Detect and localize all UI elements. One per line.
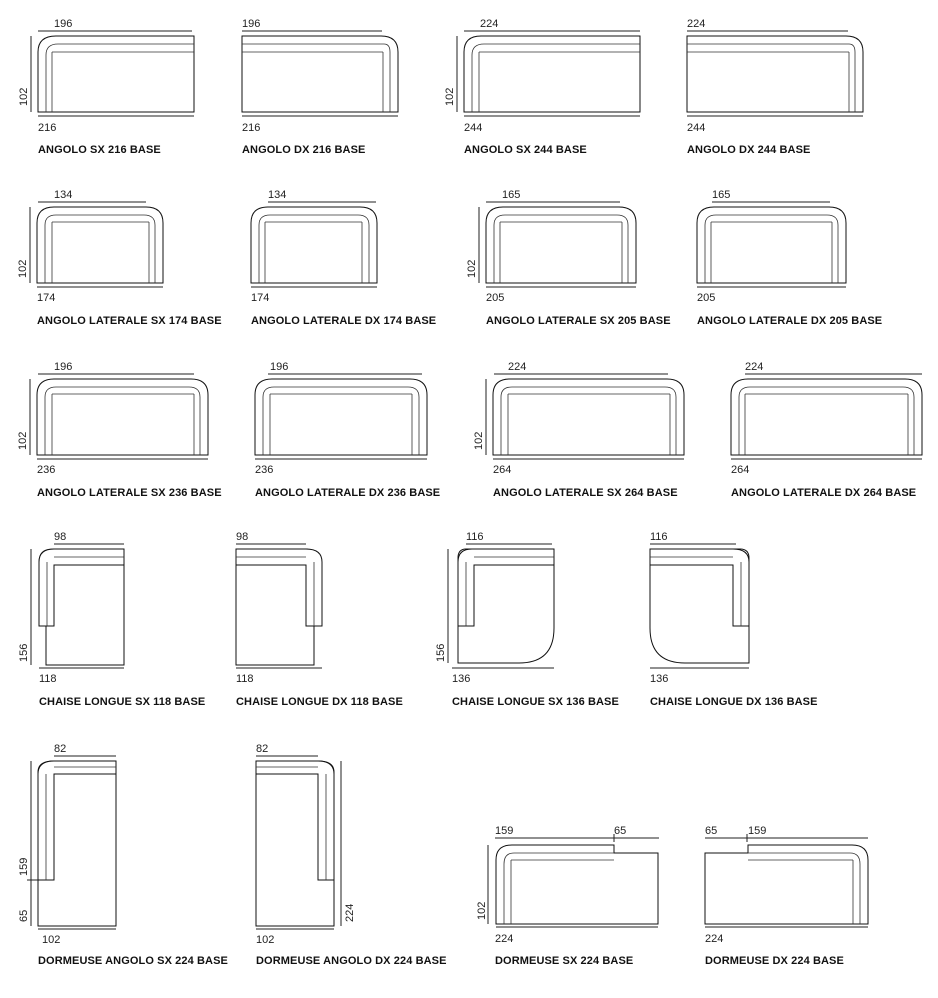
dim-bottom: 174 [37,292,55,304]
dim-side: 102 [466,260,478,278]
dim-bottom: 174 [251,292,269,304]
dim-side: 102 [473,432,485,450]
dim-top: 224 [508,361,526,373]
module-label: CHAISE LONGUE DX 136 BASE [650,696,818,708]
module-label: ANGOLO SX 244 BASE [464,144,587,156]
module-angolo-dx-244: 224 244 ANGOLO DX 244 BASE [686,18,864,156]
module-dormeuse-dx-224: 65 159 224 DORMEUSE DX 224 BASE [704,825,869,967]
dim-top: 165 [712,189,730,201]
dim-top: 196 [270,361,288,373]
module-label: ANGOLO LATERALE DX 264 BASE [731,487,916,499]
module-angolo-laterale-sx-264: 224 102 264 ANGOLO LATERALE SX 264 BASE [473,361,685,499]
module-chaise-longue-dx-118: 98 118 CHAISE LONGUE DX 118 BASE [235,531,403,708]
module-angolo-laterale-sx-236: 196 102 236 ANGOLO LATERALE SX 236 BASE [17,361,222,499]
module-angolo-sx-244: 224 102 244 ANGOLO SX 244 BASE [444,18,641,156]
module-label: DORMEUSE SX 224 BASE [495,955,633,967]
dim-bottom: 102 [256,934,274,946]
dim-top: 224 [745,361,763,373]
dim-side: 224 [344,904,356,922]
module-angolo-laterale-dx-205: 165 205 ANGOLO LATERALE DX 205 BASE [696,189,882,327]
module-label: CHAISE LONGUE SX 136 BASE [452,696,619,708]
module-label: ANGOLO LATERALE DX 174 BASE [251,315,436,327]
module-angolo-laterale-sx-205: 165 102 205 ANGOLO LATERALE SX 205 BASE [466,189,671,327]
dim-side: 102 [17,432,29,450]
module-angolo-laterale-sx-174: 134 102 174 ANGOLO LATERALE SX 174 BASE [17,189,222,327]
dim-top-b: 65 [614,825,626,837]
module-chaise-longue-dx-136: 116 136 CHAISE LONGUE DX 136 BASE [649,531,818,708]
module-label: DORMEUSE ANGOLO DX 224 BASE [256,955,447,967]
dim-bottom: 205 [697,292,715,304]
module-dormeuse-sx-224: 159 65 102 224 DORMEUSE SX 224 BASE [476,825,659,967]
dim-bottom: 205 [486,292,504,304]
dim-bottom: 102 [42,934,60,946]
dim-bottom: 136 [650,673,668,685]
dim-bottom: 236 [37,464,55,476]
dim-top: 116 [466,531,484,543]
module-angolo-sx-216: 196 102 216 ANGOLO SX 216 BASE [18,18,195,156]
dim-side: 102 [444,88,456,106]
dim-side: 156 [18,644,30,662]
module-angolo-dx-216: 196 216 ANGOLO DX 216 BASE [241,18,399,156]
module-label: ANGOLO LATERALE SX 236 BASE [37,487,222,499]
dim-side: 102 [476,902,488,920]
module-label: ANGOLO LATERALE SX 205 BASE [486,315,671,327]
dim-bottom: 236 [255,464,273,476]
dim-top-a: 65 [705,825,717,837]
module-label: ANGOLO DX 216 BASE [242,144,365,156]
module-angolo-laterale-dx-174: 134 174 ANGOLO LATERALE DX 174 BASE [250,189,436,327]
dim-top: 224 [687,18,705,30]
dim-bottom: 224 [495,933,513,945]
dim-top: 134 [54,189,72,201]
module-angolo-laterale-dx-236: 196 236 ANGOLO LATERALE DX 236 BASE [254,361,440,499]
module-label: ANGOLO DX 244 BASE [687,144,810,156]
dim-side-a: 159 [18,858,30,876]
module-angolo-laterale-dx-264: 224 264 ANGOLO LATERALE DX 264 BASE [730,361,923,499]
module-dormeuse-angolo-sx-224: 82 159 65 102 DORMEUSE ANGOLO SX 224 BAS… [18,743,228,967]
dim-bottom: 264 [731,464,749,476]
dim-top: 134 [268,189,286,201]
module-label: ANGOLO LATERALE SX 264 BASE [493,487,678,499]
module-label: CHAISE LONGUE SX 118 BASE [39,696,205,708]
dim-bottom: 216 [242,122,260,134]
module-label: ANGOLO LATERALE DX 236 BASE [255,487,440,499]
module-label: ANGOLO LATERALE DX 205 BASE [697,315,882,327]
dim-side: 156 [435,644,447,662]
dim-side: 102 [17,260,29,278]
dim-top: 196 [54,361,72,373]
module-label: DORMEUSE DX 224 BASE [705,955,844,967]
module-label: CHAISE LONGUE DX 118 BASE [236,696,403,708]
dim-bottom: 216 [38,122,56,134]
module-label: ANGOLO LATERALE SX 174 BASE [37,315,222,327]
dim-side: 102 [18,88,30,106]
dim-bottom: 244 [687,122,705,134]
dim-bottom: 136 [452,673,470,685]
dim-top: 98 [236,531,248,543]
dim-side-b: 65 [18,910,30,922]
dim-bottom: 118 [236,673,254,685]
dim-top: 82 [54,743,66,755]
module-label: DORMEUSE ANGOLO SX 224 BASE [38,955,228,967]
dim-top: 116 [650,531,668,543]
module-label: ANGOLO SX 216 BASE [38,144,161,156]
dim-top-b: 159 [748,825,766,837]
dim-top: 82 [256,743,268,755]
module-chaise-longue-sx-118: 98 156 118 CHAISE LONGUE SX 118 BASE [18,531,205,708]
dim-bottom: 244 [464,122,482,134]
module-dormeuse-angolo-dx-224: 82 224 102 DORMEUSE ANGOLO DX 224 BASE [255,743,447,967]
dim-top: 165 [502,189,520,201]
dim-bottom: 224 [705,933,723,945]
module-chaise-longue-sx-136: 116 156 136 CHAISE LONGUE SX 136 BASE [435,531,619,708]
dim-top: 196 [54,18,72,30]
dim-top-a: 159 [495,825,513,837]
dim-bottom: 264 [493,464,511,476]
dim-top: 224 [480,18,498,30]
dim-bottom: 118 [39,673,57,685]
dim-top: 98 [54,531,66,543]
dim-top: 196 [242,18,260,30]
